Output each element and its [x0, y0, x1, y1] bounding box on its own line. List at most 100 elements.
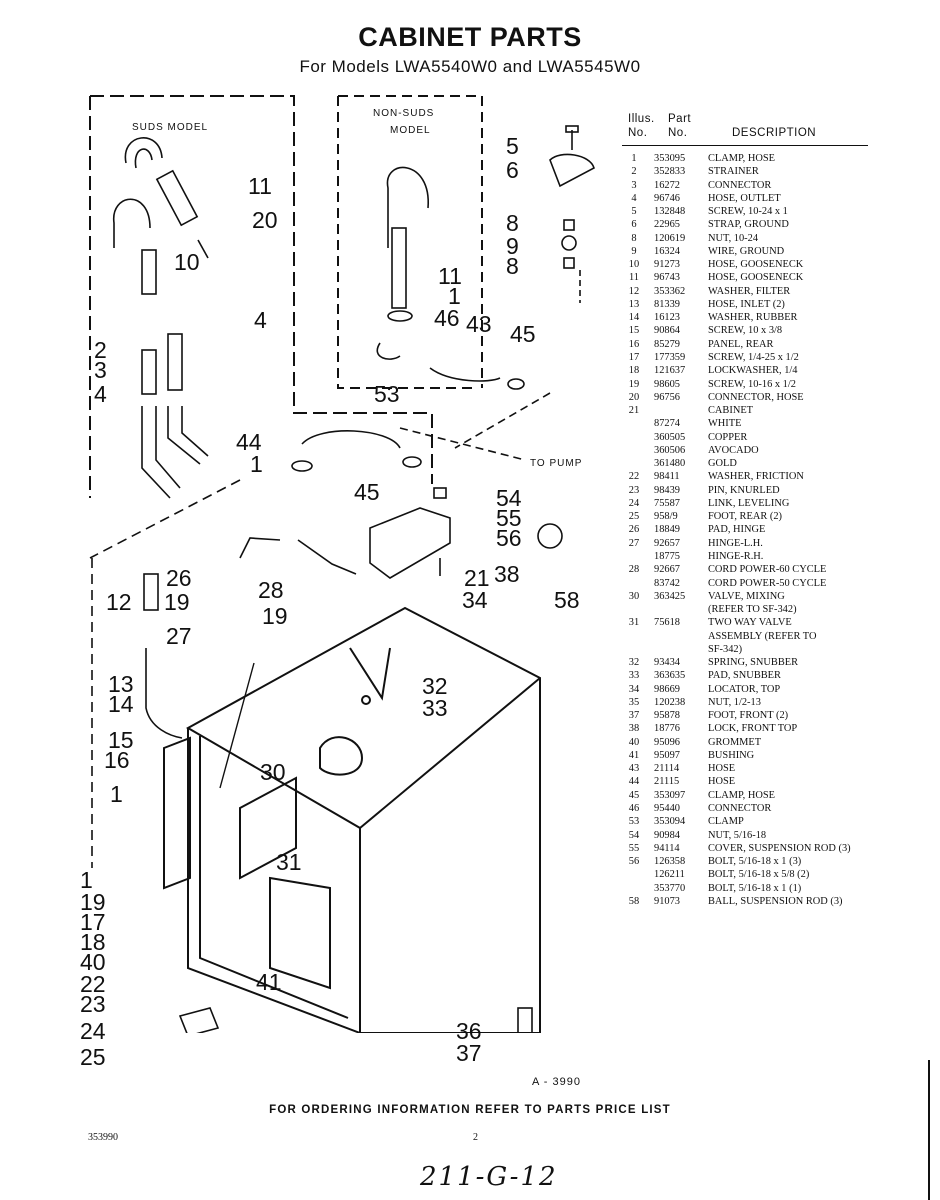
- part-description: FOOT, REAR (2): [708, 511, 782, 523]
- callout: 19: [164, 589, 190, 615]
- callout: 9: [506, 233, 519, 259]
- ordering-note: FOR ORDERING INFORMATION REFER TO PARTS …: [269, 1104, 671, 1116]
- page-number: 2: [473, 1132, 478, 1143]
- illus-number: 18: [628, 365, 640, 377]
- part-number: 121637: [654, 365, 686, 377]
- header-no-2: No.: [668, 127, 688, 139]
- callout: 4: [254, 307, 267, 333]
- part-number: 98605: [654, 378, 680, 390]
- callout: 15: [108, 727, 134, 753]
- illus-number: 21: [628, 405, 640, 417]
- illus-number: 24: [628, 497, 640, 509]
- exploded-parts-diagram: SUDS MODEL NON-SUDS MODEL TO PUMP: [80, 95, 595, 1033]
- part-description: PANEL, REAR: [708, 338, 774, 350]
- callout: 30: [260, 759, 286, 785]
- part-description: BOLT, 5/16-18 x 5/8 (2): [708, 869, 810, 881]
- illus-number: 2: [631, 166, 637, 178]
- callout: 18: [80, 929, 106, 955]
- part-description: CONNECTOR: [708, 179, 772, 191]
- part-number: 90984: [654, 829, 680, 841]
- part-description: CLAMP: [708, 816, 744, 828]
- illus-number: 46: [628, 803, 640, 815]
- part-number: 18776: [654, 723, 680, 735]
- callout: 53: [374, 381, 400, 407]
- part-description: CONNECTOR: [708, 803, 772, 815]
- callout: 14: [108, 691, 134, 717]
- part-description: NUT, 5/16-18: [708, 829, 767, 841]
- part-number: 16123: [654, 312, 680, 324]
- part-description: CLAMP, HOSE: [708, 153, 775, 164]
- part-number: 94114: [654, 842, 680, 854]
- illus-number: 43: [628, 763, 640, 775]
- illus-number: 13: [628, 298, 640, 310]
- illus-number: 53: [628, 816, 640, 828]
- part-number: 361480: [654, 458, 686, 470]
- part-description: BALL, SUSPENSION ROD (3): [708, 895, 843, 907]
- page-title: CABINET PARTS: [358, 22, 582, 52]
- callout: 58: [554, 587, 580, 613]
- part-description: COPPER: [708, 431, 748, 443]
- to-pump-line: [399, 392, 551, 461]
- part-number: 120619: [654, 232, 686, 244]
- callout: 38: [494, 561, 520, 587]
- non-suds-model-box: [337, 95, 483, 389]
- part-number: 95440: [654, 803, 680, 815]
- inlet-hose: [145, 648, 183, 739]
- part-description: (REFER TO SF-342): [708, 604, 797, 616]
- non-suds-label-1: NON-SUDS: [373, 108, 434, 119]
- suds-model-label: SUDS MODEL: [132, 122, 208, 133]
- callout: 1: [250, 451, 263, 477]
- part-description: GROMMET: [708, 736, 762, 748]
- illus-number: 27: [628, 537, 640, 549]
- suds-hoses: [113, 137, 209, 499]
- callout: 54: [496, 485, 522, 511]
- ground-strap-parts: [549, 125, 595, 303]
- parts-row: (REFER TO SF-342): [624, 603, 924, 616]
- part-number: 95878: [654, 710, 680, 722]
- illus-number: 16: [628, 338, 640, 350]
- non-suds-label-2: MODEL: [390, 125, 431, 136]
- callout: 21: [464, 565, 490, 591]
- part-description: STRAP, GROUND: [708, 219, 789, 231]
- part-number: 92657: [654, 537, 680, 549]
- callout: 46: [434, 305, 460, 331]
- illus-number: 1: [631, 153, 637, 164]
- part-number: 353770: [654, 882, 686, 894]
- header-part: Part: [668, 113, 692, 125]
- part-number: 81339: [654, 298, 680, 310]
- illus-number: 12: [628, 285, 640, 297]
- part-number: 16272: [654, 179, 680, 191]
- part-description: SF-342): [708, 643, 743, 655]
- part-description: LOCKWASHER, 1/4: [708, 365, 798, 377]
- part-description: LOCK, FRONT TOP: [708, 723, 798, 735]
- part-number: 353097: [654, 789, 686, 801]
- suspension-ball: [537, 523, 563, 549]
- part-number: 87274: [654, 418, 680, 430]
- illus-number: 45: [628, 789, 640, 801]
- part-description: WIRE, GROUND: [708, 245, 785, 257]
- illus-number: 58: [628, 895, 640, 907]
- callout: 32: [422, 673, 448, 699]
- part-description: HINGE-R.H.: [708, 550, 764, 562]
- callout-24: 24: [80, 1018, 106, 1044]
- part-description: CLAMP, HOSE: [708, 789, 775, 801]
